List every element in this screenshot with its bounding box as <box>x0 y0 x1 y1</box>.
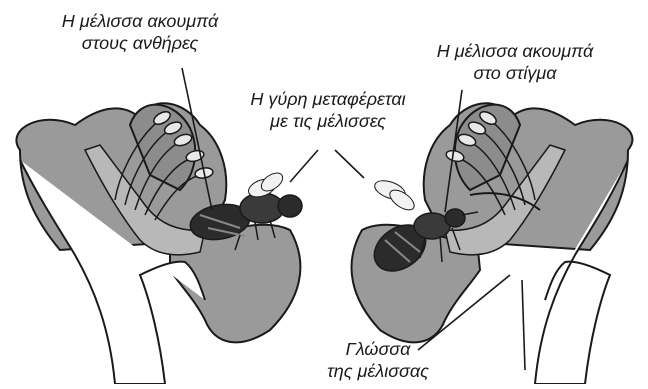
label-anthers-line-1: Η μέλισσα ακουμπά <box>50 10 230 32</box>
label-tongue-line-1: Γλώσσα <box>318 338 438 360</box>
label-pollen-carried: Η γύρη μεταφέρεται με τις μέλισσες <box>228 88 428 132</box>
left-flower <box>16 103 302 384</box>
label-pollen-line-1: Η γύρη μεταφέρεται <box>228 88 428 110</box>
label-stigma-line-2: στο στίγμα <box>420 62 610 84</box>
label-stigma-line-1: Η μέλισσα ακουμπά <box>420 40 610 62</box>
label-bee-touches-stigma: Η μέλισσα ακουμπά στο στίγμα <box>420 40 610 84</box>
label-anthers-line-2: στους ανθήρες <box>50 32 230 54</box>
leader-tongue-2 <box>522 280 525 370</box>
label-bee-touches-anthers: Η μέλισσα ακουμπά στους ανθήρες <box>50 10 230 54</box>
label-tongue-line-2: της μέλισσας <box>318 360 438 382</box>
leader-pollen-left <box>290 150 318 182</box>
leader-pollen-right <box>335 150 364 178</box>
label-pollen-line-2: με τις μέλισσες <box>228 110 428 132</box>
label-bee-tongue: Γλώσσα της μέλισσας <box>318 338 438 382</box>
